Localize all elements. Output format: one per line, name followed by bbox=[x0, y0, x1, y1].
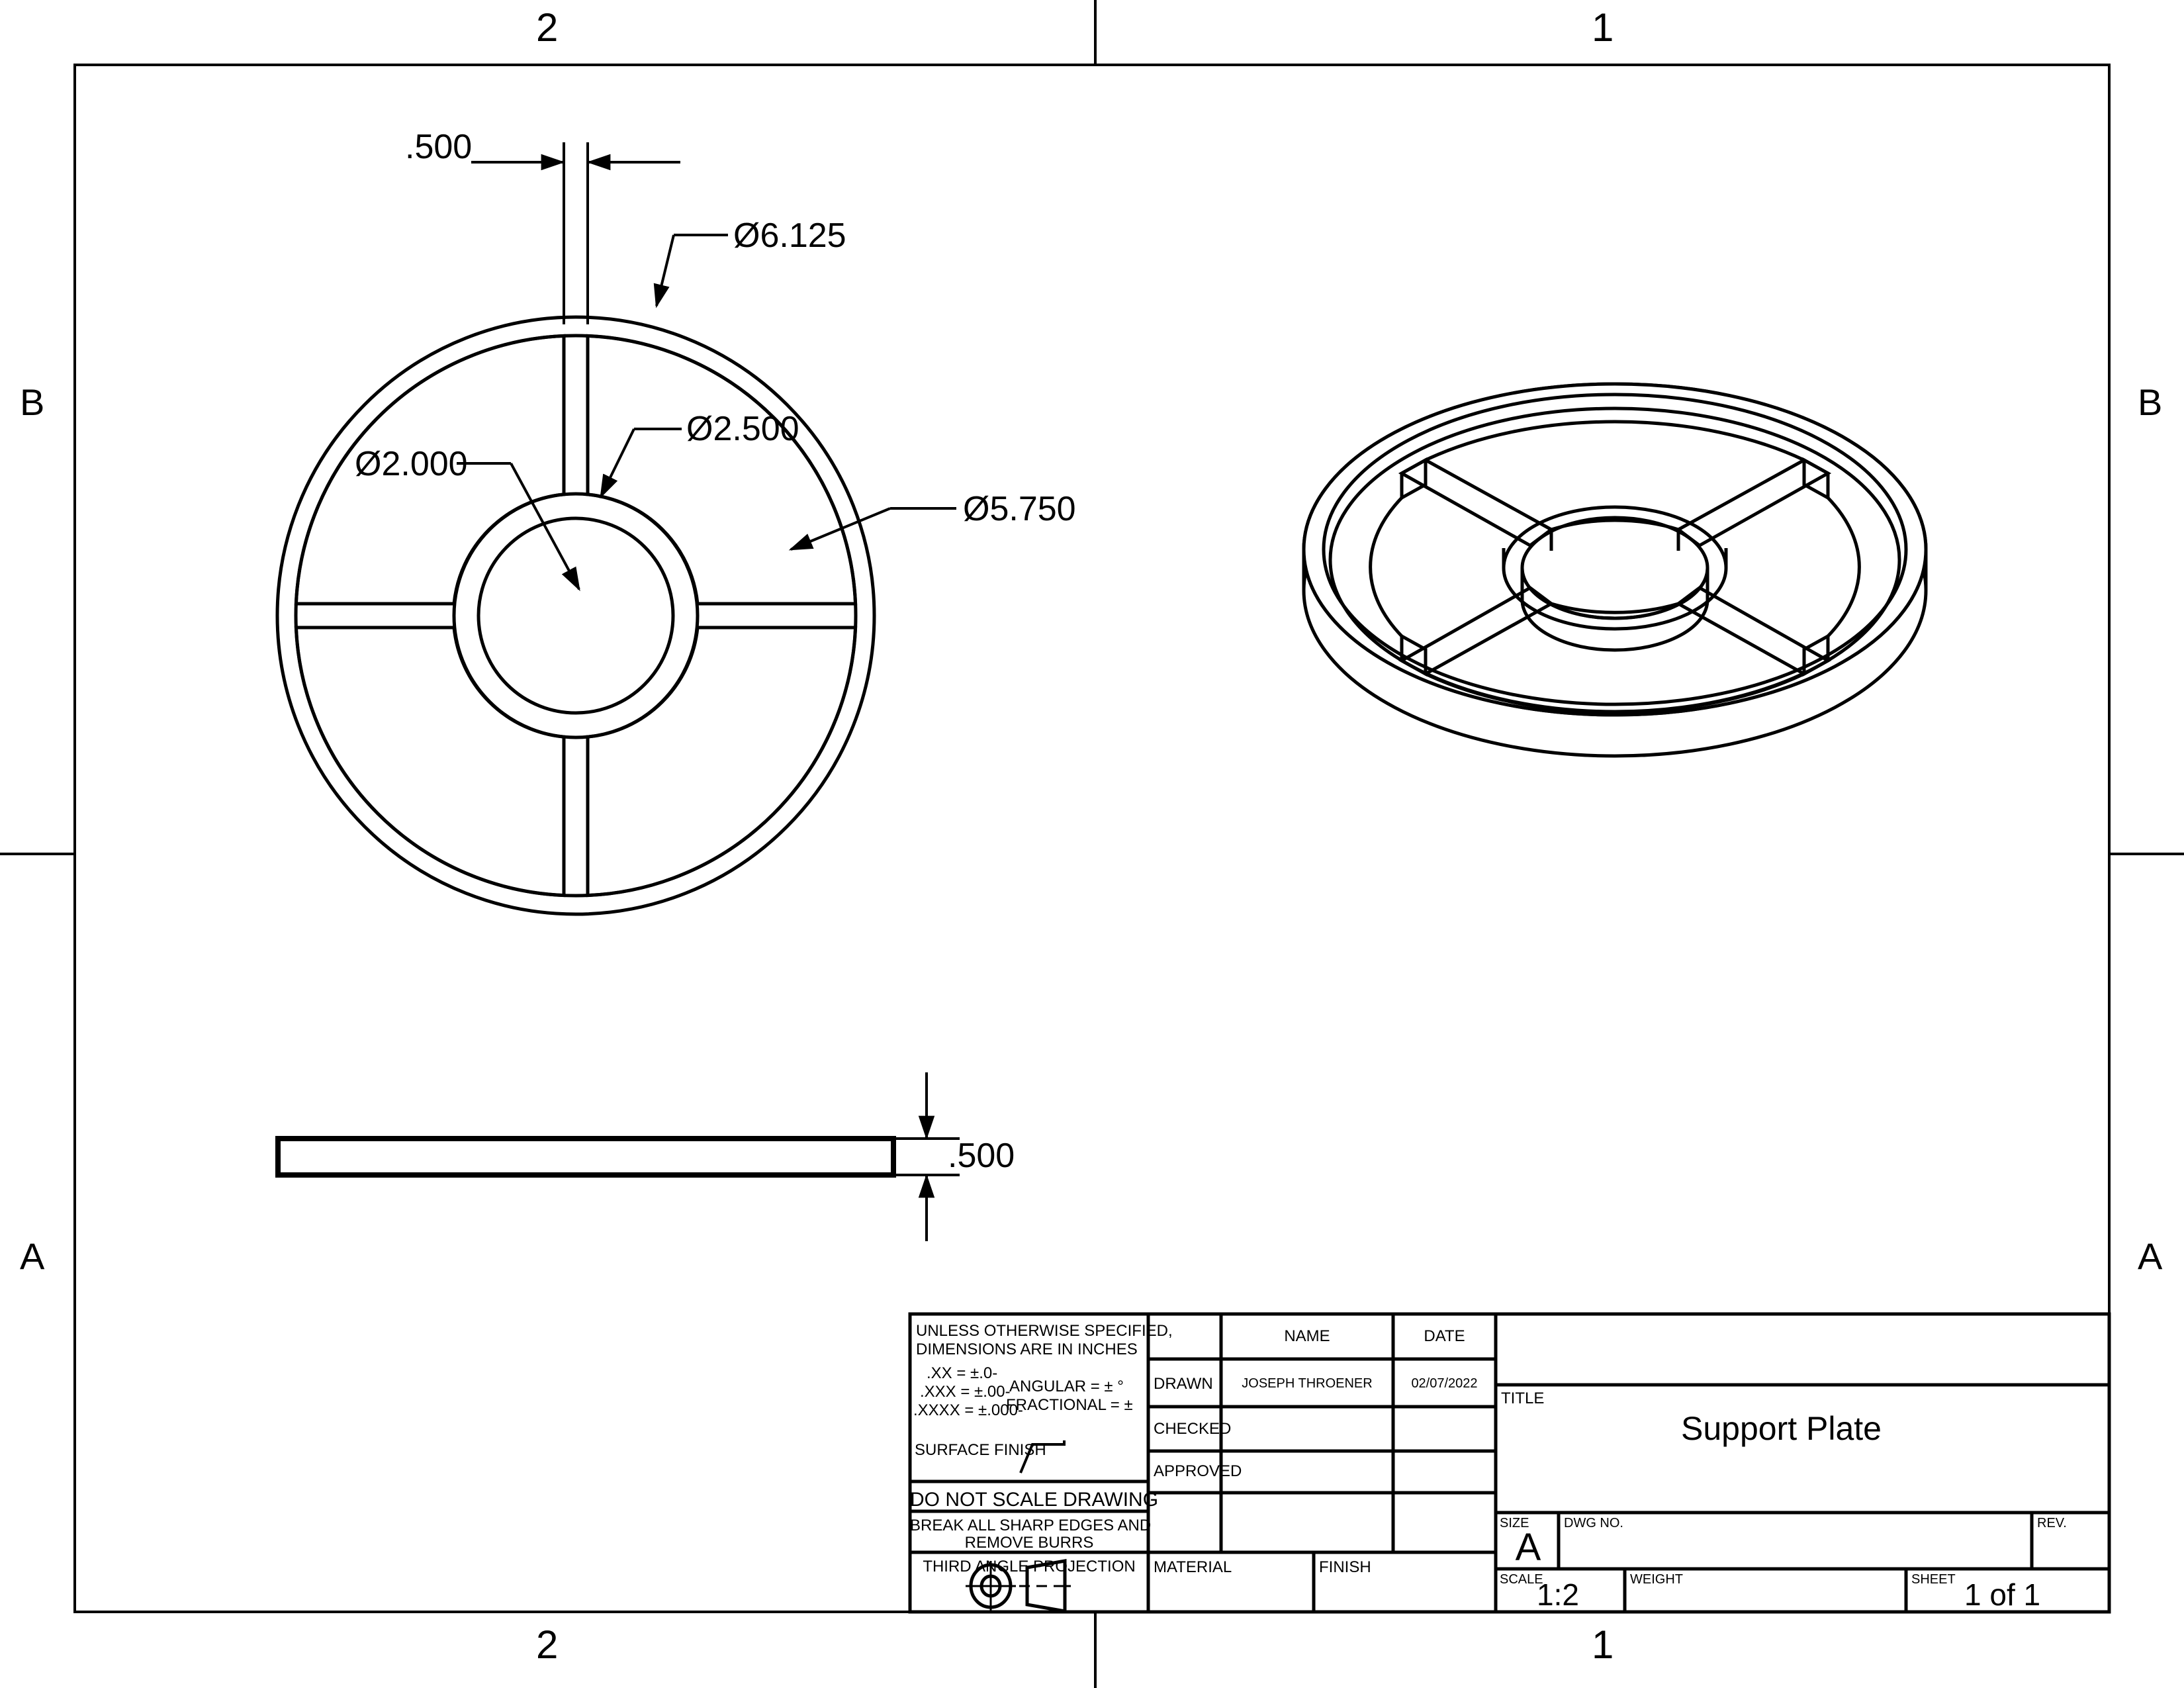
signoff-date-drawn: 02/07/2022 bbox=[1411, 1376, 1478, 1391]
iso-bore-wall-bottom bbox=[1520, 599, 1709, 652]
rev-label: REV. bbox=[2037, 1516, 2067, 1530]
signoff-role-approved: APPROVED bbox=[1154, 1462, 1242, 1480]
material-label: MATERIAL bbox=[1154, 1558, 1232, 1576]
iso-spoke-ll-end bbox=[1400, 633, 1428, 677]
notes-line1: UNLESS OTHERWISE SPECIFIED, bbox=[916, 1322, 1173, 1340]
iso-spoke-lr-end bbox=[1802, 633, 1830, 677]
pocket-top-right bbox=[586, 334, 858, 606]
iso-pocket-left-outer bbox=[1369, 496, 1403, 637]
finish-label: FINISH bbox=[1319, 1558, 1371, 1576]
part-title: Support Plate bbox=[1681, 1410, 1882, 1447]
sheet-value: 1 of 1 bbox=[1964, 1577, 2041, 1612]
tolerance-angular: ANGULAR = ± ° bbox=[1009, 1378, 1124, 1395]
bore-circle bbox=[477, 516, 675, 715]
zone-marker-top-1: 1 bbox=[1592, 5, 1614, 50]
tolerance-xxx: .XXX = ±.00- bbox=[920, 1383, 1011, 1401]
outer-circle bbox=[275, 315, 876, 916]
signoff-header-date: DATE bbox=[1424, 1327, 1465, 1345]
pocket-bottom-left bbox=[294, 626, 566, 898]
size-value: A bbox=[1515, 1526, 1541, 1569]
zone-marker-top-2: 2 bbox=[536, 5, 559, 50]
dim-label-plate-thickness: .500 bbox=[948, 1137, 1015, 1175]
leader-inner-rim-diameter bbox=[788, 507, 956, 551]
title-block-outline bbox=[908, 1312, 2111, 1614]
hub-outer-circle bbox=[452, 492, 700, 739]
dim-label-outer-diameter: Ø6.125 bbox=[733, 216, 846, 255]
iso-pocket-right-outer bbox=[1827, 496, 1861, 637]
dim-plate-thickness bbox=[893, 1072, 960, 1241]
tolerance-xx: .XX = ±.0- bbox=[927, 1364, 998, 1382]
weight-label: WEIGHT bbox=[1630, 1572, 1683, 1587]
break-edges-line2: REMOVE BURRS bbox=[964, 1534, 1094, 1552]
break-edges-line1: BREAK ALL SHARP EDGES AND bbox=[910, 1517, 1152, 1534]
zone-marker-right-b: B bbox=[2138, 381, 2163, 423]
leader-hub-diameter bbox=[600, 428, 682, 499]
inner-rim-circle bbox=[294, 334, 858, 898]
zone-marker-bottom-1: 1 bbox=[1592, 1622, 1614, 1667]
signoff-header-name: NAME bbox=[1284, 1327, 1330, 1345]
iso-pockets bbox=[1369, 420, 1861, 714]
pocket-top-left bbox=[294, 334, 566, 606]
iso-geometry bbox=[1302, 382, 1928, 758]
dim-label-hub-diameter: Ø2.500 bbox=[686, 410, 799, 448]
tolerance-fractional: FRACTIONAL = ± bbox=[1006, 1396, 1133, 1414]
dim-label-bore-diameter: Ø2.000 bbox=[355, 445, 468, 483]
iso-spoke-ul-end bbox=[1400, 457, 1428, 501]
dwg-no-label: DWG NO. bbox=[1564, 1516, 1623, 1530]
iso-pocket-bottom-inner bbox=[1551, 602, 1679, 614]
zone-marker-bottom-2: 2 bbox=[536, 1622, 559, 1667]
side-view-geometry bbox=[275, 1136, 896, 1178]
tolerance-xxxx: .XXXX = ±.000- bbox=[913, 1401, 1023, 1419]
zone-marker-left-a: A bbox=[20, 1235, 45, 1277]
dim-label-slot-width: .500 bbox=[405, 128, 473, 166]
signoff-role-drawn: DRAWN bbox=[1154, 1375, 1213, 1393]
leader-outer-diameter bbox=[653, 234, 728, 308]
surface-finish-label: SURFACE FINISH bbox=[915, 1441, 1046, 1459]
pocket-bottom-right bbox=[586, 626, 858, 898]
notes-line2: DIMENSIONS ARE IN INCHES bbox=[916, 1340, 1138, 1358]
zone-marker-left-b: B bbox=[20, 381, 45, 423]
iso-pocket-bottom-outer bbox=[1424, 672, 1805, 714]
sheet-label: SHEET bbox=[1911, 1572, 1956, 1587]
signoff-name-drawn: JOSEPH THROENER bbox=[1242, 1376, 1373, 1391]
dim-label-inner-rim-diameter: Ø5.750 bbox=[963, 490, 1076, 528]
iso-spoke-ur-end bbox=[1802, 457, 1830, 501]
iso-rim-inner-top bbox=[1322, 393, 1908, 706]
zone-marker-right-a: A bbox=[2138, 1235, 2163, 1277]
title-label: TITLE bbox=[1501, 1389, 1545, 1407]
scale-value: 1:2 bbox=[1537, 1577, 1579, 1612]
iso-pocket-top-outer bbox=[1424, 420, 1805, 462]
signoff-role-checked: CHECKED bbox=[1154, 1420, 1232, 1438]
front-view-geometry bbox=[275, 315, 876, 916]
iso-pocket-top-inner bbox=[1551, 518, 1679, 532]
do-not-scale-note: DO NOT SCALE DRAWING bbox=[910, 1489, 1159, 1511]
dim-slot-width bbox=[471, 142, 680, 324]
leader-bore-diameter bbox=[457, 462, 580, 592]
scale-label: SCALE bbox=[1500, 1572, 1543, 1587]
size-label: SIZE bbox=[1500, 1516, 1529, 1530]
